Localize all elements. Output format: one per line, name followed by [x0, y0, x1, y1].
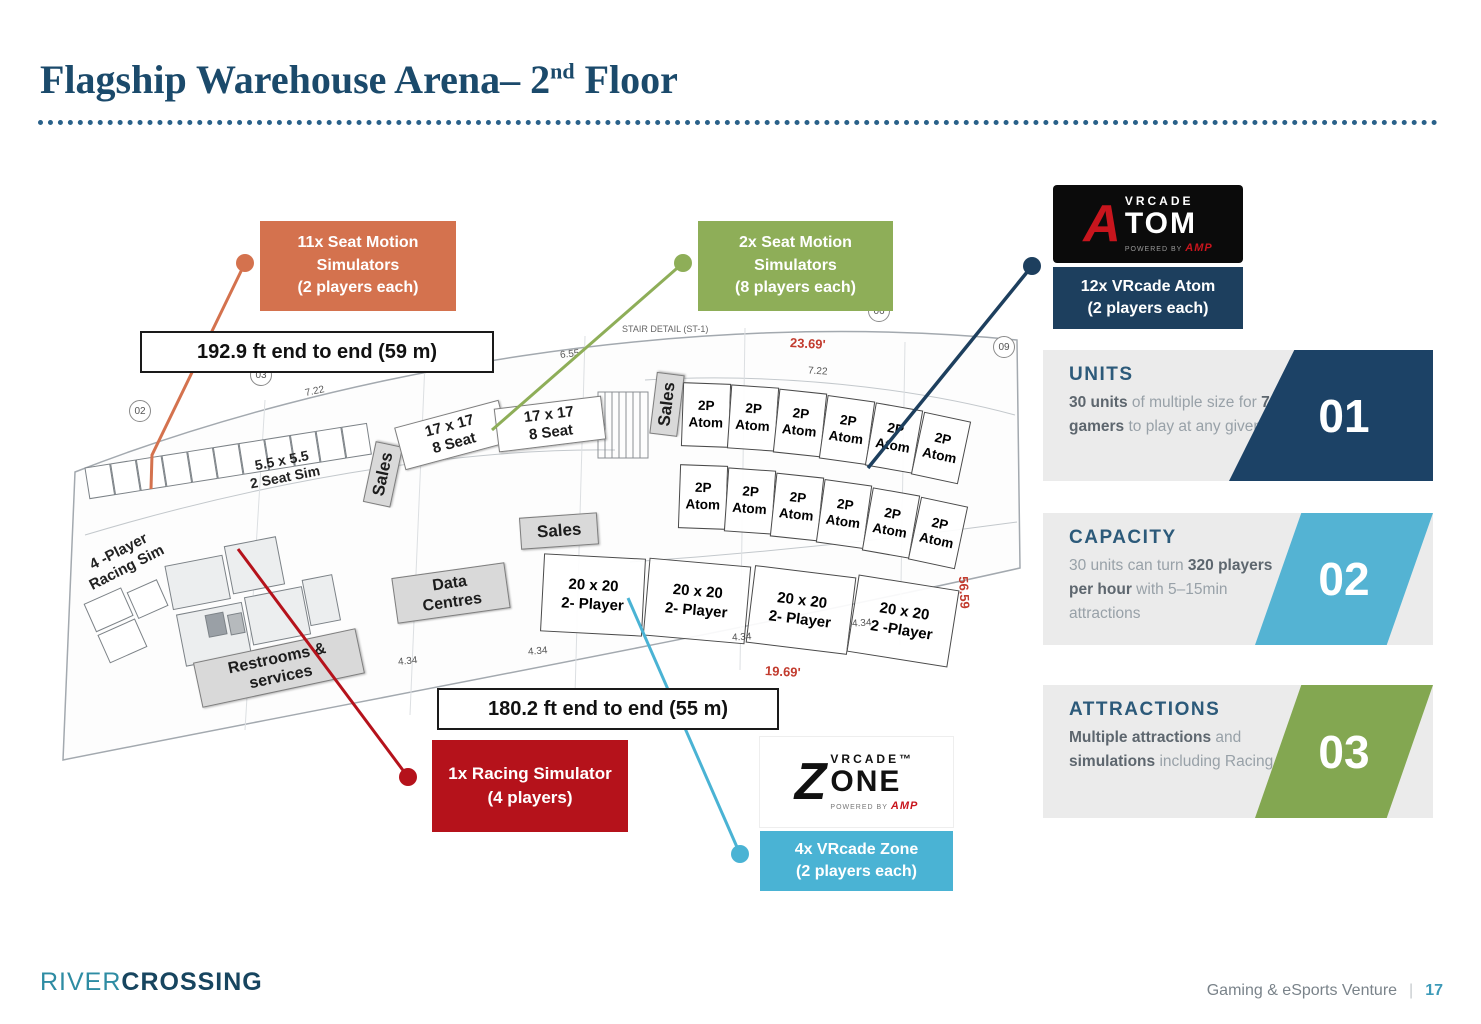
amp-wordmark: AMP: [1185, 242, 1213, 255]
page-number: 17: [1425, 982, 1443, 999]
zone-logo-z-glyph: Z: [794, 752, 827, 811]
footer-venture-label: Gaming & eSports Venture: [1206, 982, 1398, 999]
plan-grid-bubble-09: 09: [993, 336, 1015, 358]
plan-grid-bubble-02: 02: [129, 400, 151, 422]
racing-sim-block: [83, 579, 169, 664]
callout-vrcade-zone: 4x VRcade Zone (2 players each): [760, 831, 953, 891]
atom-unit-cell: 2P Atom: [769, 472, 825, 542]
card-units-title: UNITS: [1069, 364, 1134, 385]
atom-unit-cell: 2P Atom: [772, 388, 828, 458]
plan-dim-red-top: 23.69': [789, 335, 826, 352]
plan-dim: 4.34: [527, 645, 548, 658]
footer-divider: |: [1409, 982, 1414, 999]
plan-dim: 7.22: [807, 365, 828, 378]
card-attractions-title: ATTRACTIONS: [1069, 699, 1221, 720]
atom-unit-cell: 2P Atom: [677, 464, 729, 530]
page-title: Flagship Warehouse Arena– 2nd Floor: [40, 57, 678, 102]
connector-atom-dot: [1023, 257, 1041, 275]
plan-dim-red-bottom: 19.69': [764, 663, 801, 680]
card-units-body: 30 units of multiple size for 74 gamers …: [1069, 394, 1296, 436]
two-player-cell: 20 x 20 2- Player: [540, 553, 646, 637]
dotted-divider: [38, 120, 1438, 125]
plan-dim-red-right: 56.59: [955, 575, 973, 610]
rivercrossing-logo: RIVERCROSSING: [40, 968, 263, 997]
atom-logo-brand-small: VRCADE: [1124, 193, 1194, 208]
card-units: UNITS 30 units of multiple size for 74 g…: [1043, 350, 1433, 481]
two-player-cell: 20 x 20 2- Player: [745, 565, 857, 655]
dimension-top: 192.9 ft end to end (59 m): [140, 331, 494, 373]
atom-unit-cell: 2P Atom: [723, 467, 777, 535]
atom-logo-a-glyph: A: [1083, 194, 1121, 253]
card-attractions-body: Multiple attractions and simulations inc…: [1069, 729, 1274, 771]
connector-seat11-dot: [236, 254, 254, 272]
plan-dim: 6.55: [559, 348, 580, 361]
dimension-bottom: 180.2 ft end to end (55 m): [437, 688, 779, 730]
plan-stair-detail-label: STAIR DETAIL (ST-1): [622, 324, 709, 334]
plan-dim: 4.34: [851, 617, 872, 630]
card-capacity: CAPACITY 30 units can turn 320 players p…: [1043, 513, 1433, 645]
callout-vrcade-atom: 12x VRcade Atom (2 players each): [1053, 267, 1243, 329]
card-attractions: ATTRACTIONS Multiple attractions and sim…: [1043, 685, 1433, 818]
callout-racing-simulator: 1x Racing Simulator (4 players): [432, 740, 628, 832]
zone-logo-brand-small: VRCADE™: [830, 751, 915, 766]
atom-unit-cell: 2P Atom: [680, 382, 732, 448]
brand-crossing: CROSSING: [121, 968, 263, 996]
connector-zone-dot: [731, 845, 749, 863]
amp-wordmark: AMP: [890, 800, 919, 813]
footer-right: Gaming & eSports Venture | 17: [1207, 982, 1443, 1000]
callout-seat-motion-2x: 2x Seat Motion Simulators (8 players eac…: [698, 221, 893, 311]
plan-dim: 4.34: [731, 631, 752, 644]
plan-dim: 4.34: [397, 655, 418, 668]
two-player-cell: 20 x 20 2- Player: [642, 557, 752, 645]
brand-river: RIVER: [40, 968, 122, 996]
connector-seat2-dot: [674, 254, 692, 272]
title-superscript: nd: [550, 58, 575, 84]
card-capacity-body: 30 units can turn 320 players per hour w…: [1069, 557, 1273, 623]
atom-logo-brand-big: TOM: [1124, 206, 1197, 240]
callout-seat-motion-11x: 11x Seat Motion Simulators (2 players ea…: [260, 221, 456, 311]
zone-logo-brand-big: ONE: [830, 764, 902, 798]
card-capacity-title: CAPACITY: [1069, 527, 1177, 548]
atom-unit-cell: 2P Atom: [726, 384, 780, 452]
plan-label-sales-horizontal: Sales: [518, 512, 600, 551]
